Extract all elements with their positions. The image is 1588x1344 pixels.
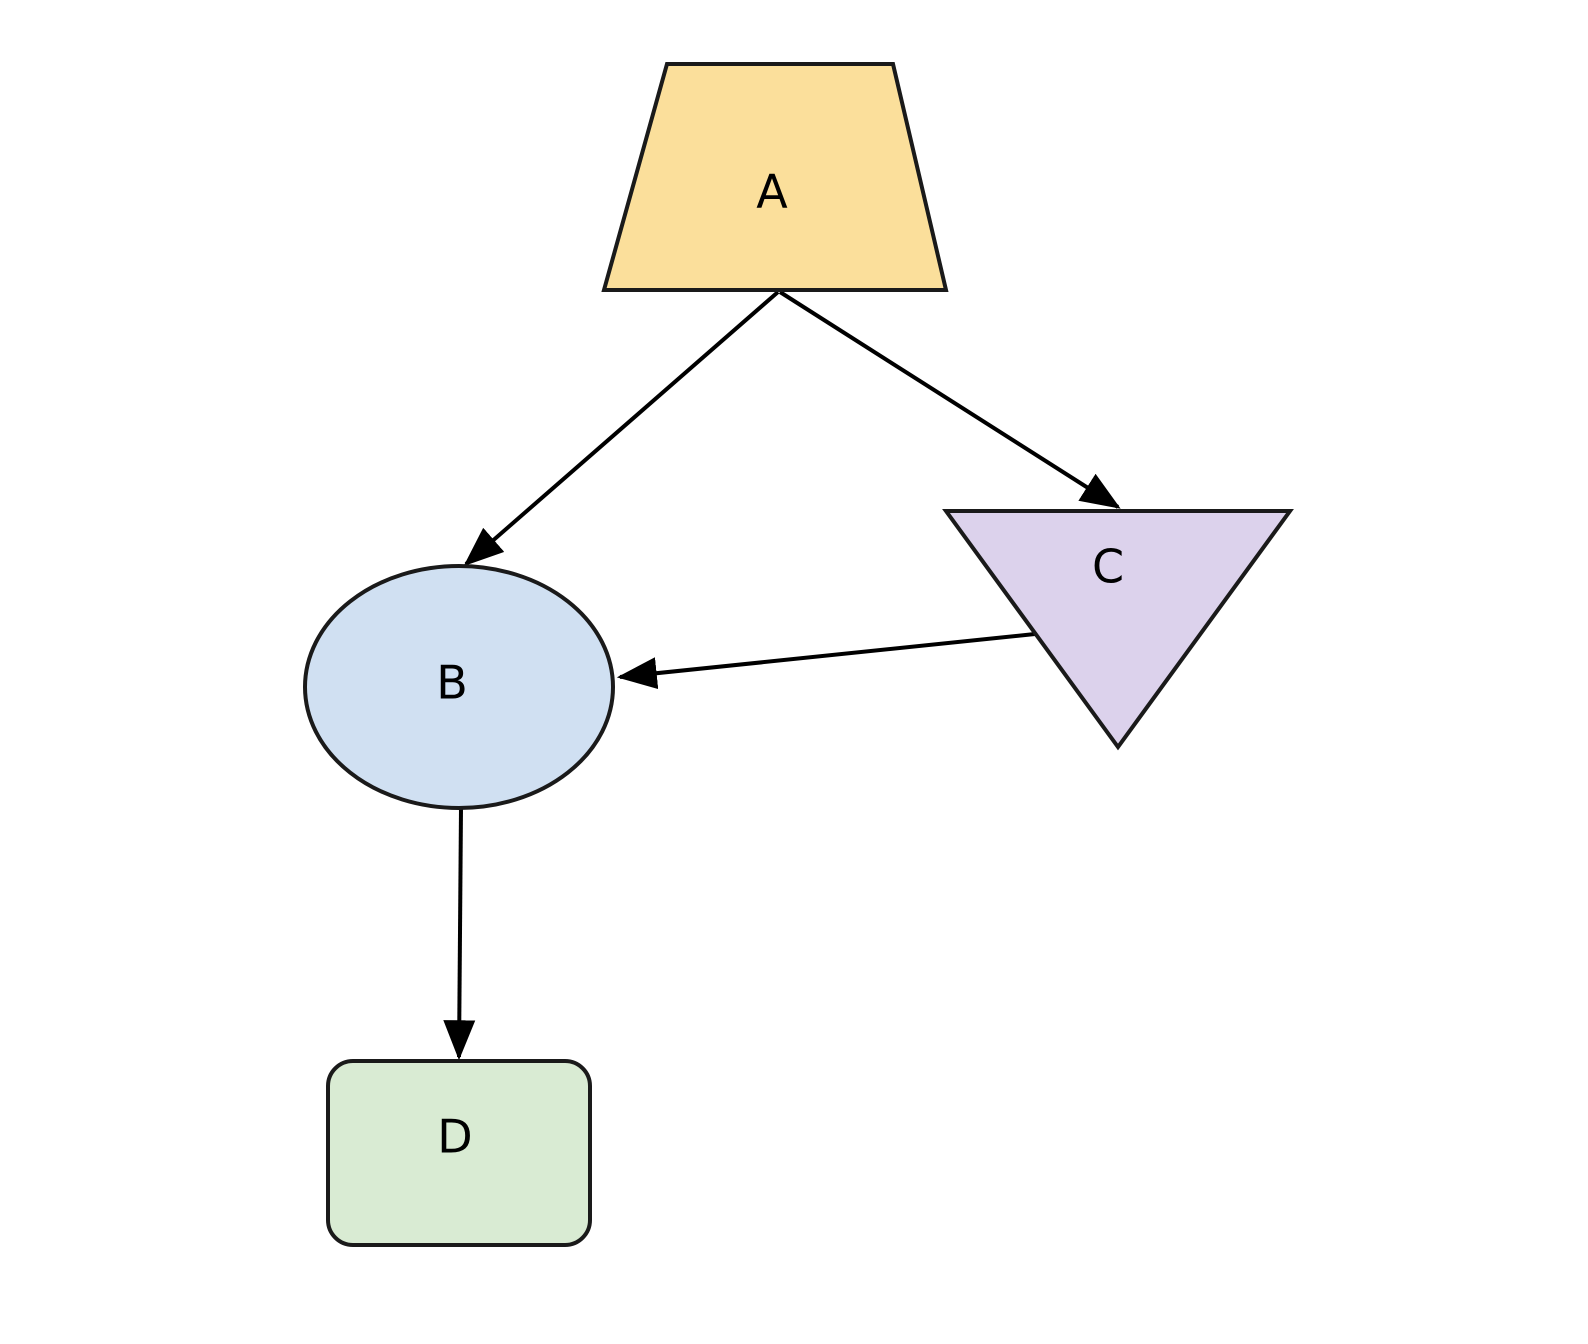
edge-b-to-d[interactable] [443,807,476,1061]
node-c-triangle-shape[interactable] [942,509,1294,751]
edge-c-to-b-line [616,632,1036,690]
edge-layer [443,290,1121,1061]
node-b-ellipse-shape[interactable] [303,564,615,810]
edge-b-to-d-line [443,807,476,1061]
node-b[interactable]: B [303,564,615,810]
node-d[interactable]: D [326,1059,592,1247]
node-a-trapezoid-shape[interactable] [601,62,949,292]
edge-a-to-c-line [778,290,1121,509]
edge-c-to-b[interactable] [616,632,1036,690]
node-d-rounded-rect-shape[interactable] [326,1059,592,1247]
edge-a-to-b-line [463,290,780,567]
edge-a-to-b[interactable] [463,290,780,567]
edge-a-to-c[interactable] [778,290,1121,509]
